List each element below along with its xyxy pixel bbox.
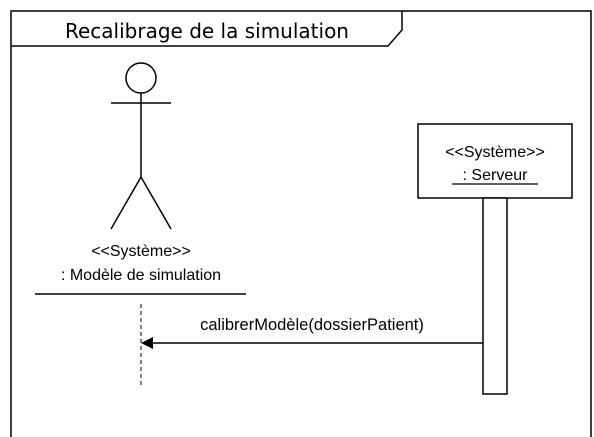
frame-border xyxy=(10,10,592,437)
object-stereotype: <<Système>> xyxy=(445,144,545,161)
actor-stereotype: <<Système>> xyxy=(91,243,191,260)
message-label: calibrerModèle(dossierPatient) xyxy=(200,316,424,334)
frame-title-tab xyxy=(11,11,403,47)
object-serveur: <<Système>> : Serveur xyxy=(417,123,573,395)
message-arrowhead-icon xyxy=(141,337,153,349)
stick-figure-icon xyxy=(110,62,172,230)
object-box xyxy=(417,123,573,199)
sequence-frame: Recalibrage de la simulation xyxy=(10,10,592,437)
actor-name: : Modèle de simulation xyxy=(61,267,221,284)
actor-modele-simulation: <<Système>> : Modèle de simulation xyxy=(35,62,246,386)
object-name: : Serveur xyxy=(463,167,529,184)
frame-title: Recalibrage de la simulation xyxy=(65,19,349,43)
activation-bar xyxy=(482,197,508,395)
message-calibrer-modele: calibrerModèle(dossierPatient) xyxy=(141,316,483,349)
